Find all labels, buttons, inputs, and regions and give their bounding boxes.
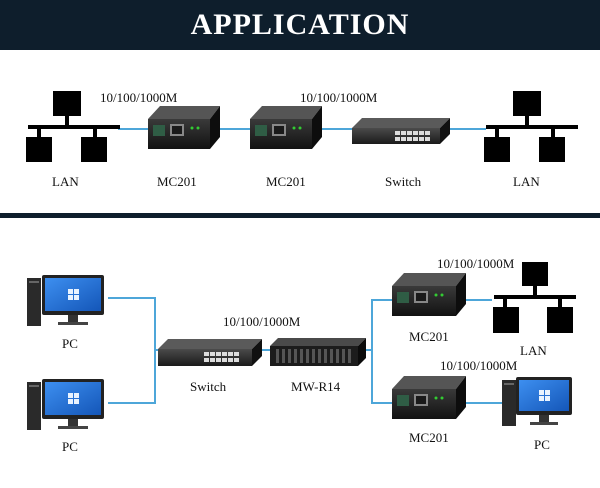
page-title: APPLICATION: [190, 8, 410, 41]
speed-label-top-a: 10/100/1000M: [100, 90, 178, 105]
lan-bottom-label: LAN: [520, 343, 547, 358]
mc201-icon-b: [250, 106, 322, 149]
speed-label-right-top: 10/100/1000M: [437, 256, 515, 271]
pc-right-label: PC: [534, 437, 550, 452]
pc-top-icon: [27, 275, 104, 326]
pc-bottom-icon: [27, 379, 104, 430]
pc-right-icon: [502, 377, 572, 426]
pc-bottom-label: PC: [62, 439, 78, 454]
lan-bottom-icon: [493, 262, 576, 333]
switch-bottom-label: Switch: [190, 379, 227, 394]
link-to-mc201-bottom: [371, 350, 392, 404]
lan-right-icon: [484, 91, 578, 162]
header-banner: APPLICATION: [0, 0, 600, 50]
speed-label-top-b: 10/100/1000M: [300, 90, 378, 105]
section-divider: [0, 213, 600, 218]
mc201-b-label: MC201: [266, 174, 306, 189]
mc201-icon-right-bottom: [392, 376, 466, 419]
lan-left-label: LAN: [52, 174, 79, 189]
switch-icon-top: [352, 118, 450, 144]
switch-icon-bottom: [158, 339, 262, 366]
mc201-icon-a: [148, 106, 220, 149]
lan-right-label: LAN: [513, 174, 540, 189]
mc201-right-bottom-label: MC201: [409, 430, 449, 445]
mc201-a-label: MC201: [157, 174, 197, 189]
link-pc-top-to-switch: [108, 297, 156, 350]
mc201-icon-right-top: [392, 273, 466, 316]
link-to-mc201-top: [371, 299, 392, 350]
pc-top-label: PC: [62, 336, 78, 351]
rack-label: MW-R14: [291, 379, 341, 394]
rack-chassis-icon: [270, 338, 366, 366]
link-pc-bottom-to-switch: [108, 350, 156, 404]
speed-label-right-bottom: 10/100/1000M: [440, 358, 518, 373]
switch-top-label: Switch: [385, 174, 422, 189]
mc201-right-top-label: MC201: [409, 329, 449, 344]
speed-label-mid: 10/100/1000M: [223, 314, 301, 329]
lan-left-icon: [26, 91, 120, 162]
